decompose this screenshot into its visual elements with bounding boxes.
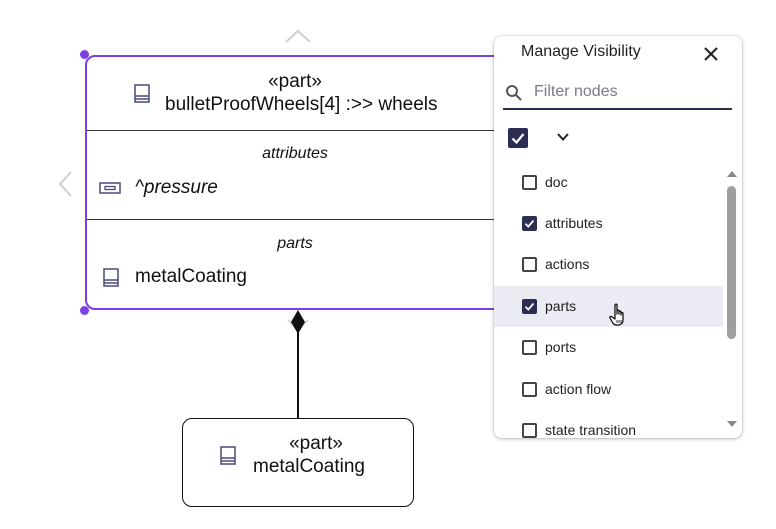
select-all-checkbox[interactable]: [508, 128, 528, 148]
checkbox[interactable]: [522, 299, 537, 314]
checkbox[interactable]: [522, 382, 537, 397]
part-icon: [134, 84, 150, 103]
node-stereotype: «part»: [289, 433, 343, 454]
visibility-option-label: doc: [545, 174, 568, 190]
compartment-divider: [87, 219, 503, 220]
scroll-down-arrow-icon[interactable]: [726, 420, 738, 428]
pan-up-chevron-icon[interactable]: [284, 28, 312, 44]
attribute-item-pressure[interactable]: ^pressure: [135, 177, 218, 198]
composition-diamond-icon: [291, 310, 305, 334]
visibility-options-list: doc attributes actions parts ports actio…: [494, 162, 723, 438]
part-node-bullet-proof-wheels[interactable]: «part» bulletProofWheels[4] :>> wheels a…: [85, 55, 505, 310]
scrollbar-thumb[interactable]: [727, 186, 736, 339]
node-name: bulletProofWheels[4] :>> wheels: [165, 94, 438, 115]
visibility-option-actions[interactable]: actions: [494, 244, 723, 285]
part-item-metal-coating[interactable]: metalCoating: [135, 266, 247, 287]
visibility-option-action-flow[interactable]: action flow: [494, 369, 723, 410]
check-icon: [524, 302, 535, 311]
visibility-option-doc[interactable]: doc: [494, 162, 723, 203]
check-icon: [524, 219, 535, 228]
part-icon: [103, 268, 119, 287]
part-node-metal-coating[interactable]: «part» metalCoating: [182, 418, 414, 507]
list-scrollbar[interactable]: [723, 166, 742, 438]
close-icon[interactable]: [702, 45, 720, 63]
selection-handle-top-left[interactable]: [80, 50, 89, 59]
visibility-option-ports[interactable]: ports: [494, 327, 723, 368]
search-icon: [506, 85, 522, 101]
checkbox[interactable]: [522, 175, 537, 190]
pan-left-chevron-icon[interactable]: [57, 170, 73, 198]
visibility-option-label: state transition: [545, 422, 637, 438]
attribute-icon: [99, 182, 121, 194]
visibility-option-state-transition[interactable]: state transition: [494, 410, 723, 438]
scroll-up-arrow-icon[interactable]: [726, 170, 738, 178]
chevron-down-icon[interactable]: [556, 132, 570, 142]
manage-visibility-panel: Manage Visibility doc attributes: [494, 36, 742, 438]
selection-handle-bottom-left[interactable]: [80, 306, 89, 315]
node-name: metalCoating: [253, 456, 365, 477]
visibility-option-label: parts: [545, 298, 577, 314]
visibility-option-label: action flow: [545, 381, 612, 397]
checkbox[interactable]: [522, 340, 537, 355]
panel-title: Manage Visibility: [521, 43, 641, 60]
parts-section-label: parts: [277, 235, 313, 252]
visibility-option-attributes[interactable]: attributes: [494, 203, 723, 244]
visibility-option-parts[interactable]: parts: [494, 286, 723, 327]
composition-edge[interactable]: [297, 330, 299, 418]
visibility-option-label: ports: [545, 339, 577, 355]
checkbox[interactable]: [522, 423, 537, 438]
check-icon: [511, 133, 525, 145]
checkbox[interactable]: [522, 216, 537, 231]
checkbox[interactable]: [522, 257, 537, 272]
node-stereotype: «part»: [268, 71, 322, 92]
hand-pointer-cursor-icon: [609, 303, 624, 326]
visibility-option-label: attributes: [545, 215, 603, 231]
compartment-divider: [87, 130, 503, 131]
part-icon: [220, 446, 236, 465]
filter-field: [503, 78, 732, 110]
attributes-section-label: attributes: [262, 145, 328, 162]
visibility-option-label: actions: [545, 256, 590, 272]
filter-nodes-input[interactable]: [534, 80, 724, 104]
